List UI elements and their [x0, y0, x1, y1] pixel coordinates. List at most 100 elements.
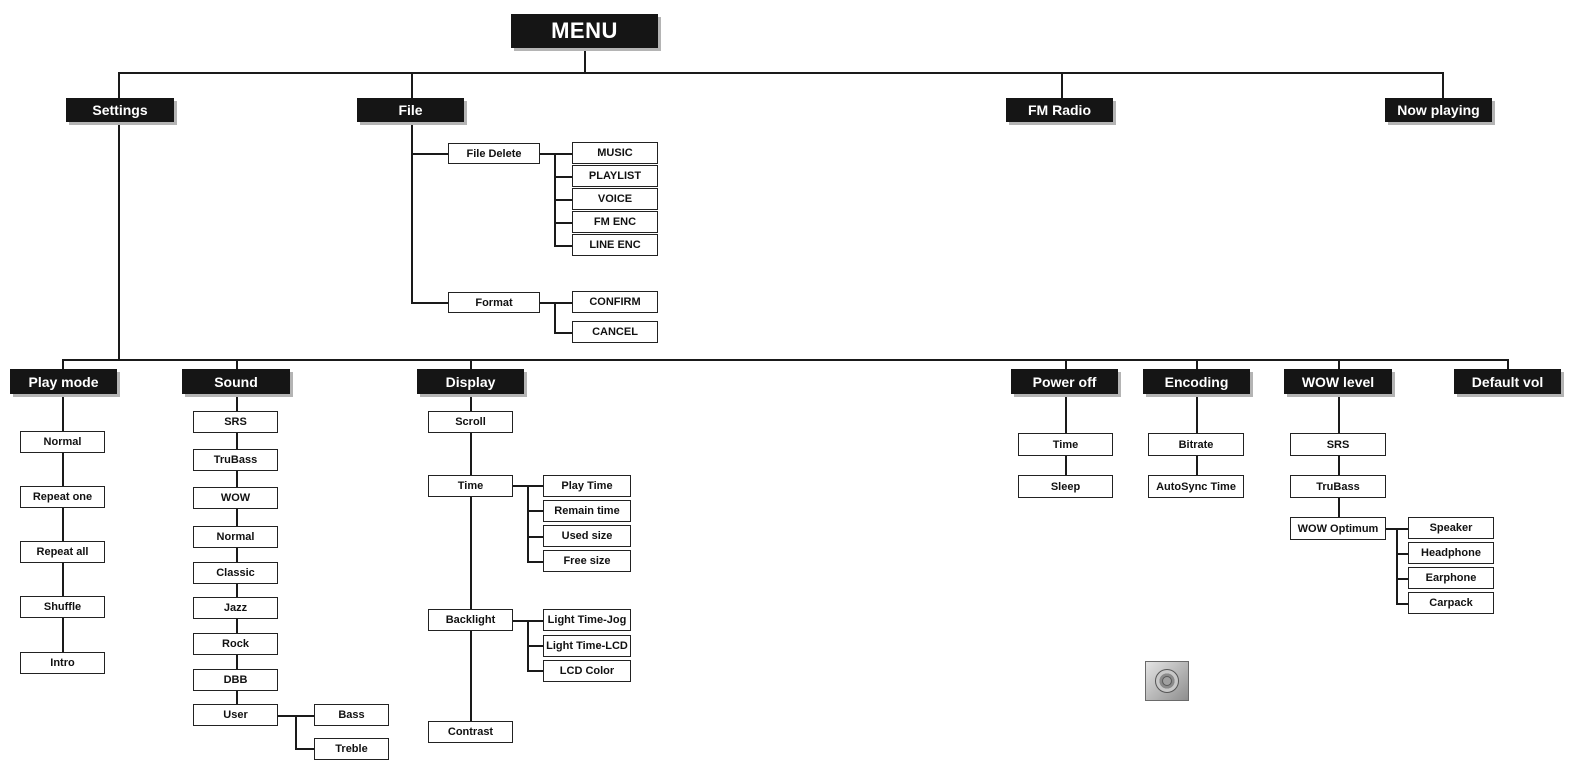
play-mode-node: Play mode	[10, 369, 117, 394]
sound-node: Sound	[182, 369, 290, 394]
connector	[584, 48, 586, 72]
power-off-node: Power off	[1011, 369, 1118, 394]
connector	[411, 122, 413, 303]
play-mode-item: Repeat one	[20, 486, 105, 508]
connector	[236, 359, 238, 369]
sound-item: WOW	[193, 487, 278, 509]
connector	[527, 536, 543, 538]
display-contrast: Contrast	[428, 721, 513, 743]
delete-item: LINE ENC	[572, 234, 658, 256]
power-off-item: Sleep	[1018, 475, 1113, 498]
optimum-item: Carpack	[1408, 592, 1494, 614]
connector	[118, 72, 1443, 74]
sound-item: Classic	[193, 562, 278, 584]
connector	[554, 245, 572, 247]
wow-level-node: WOW level	[1284, 369, 1392, 394]
play-mode-item: Shuffle	[20, 596, 105, 618]
power-off-item: Time	[1018, 433, 1113, 456]
connector	[62, 359, 1508, 361]
file-delete-node: File Delete	[448, 143, 540, 164]
connector	[1396, 553, 1408, 555]
jog-dial-icon	[1145, 661, 1189, 701]
connector	[527, 561, 543, 563]
wow-srs: SRS	[1290, 433, 1386, 456]
connector	[527, 645, 543, 647]
connector	[470, 394, 472, 732]
backlight-item: Light Time-LCD	[543, 635, 631, 657]
connector	[1196, 359, 1198, 369]
user-bass: Bass	[314, 704, 389, 726]
connector	[1065, 359, 1067, 369]
file-node: File	[357, 98, 464, 122]
connector	[1338, 394, 1340, 529]
sound-item: User	[193, 704, 278, 726]
format-cancel: CANCEL	[572, 321, 658, 343]
connector	[118, 122, 120, 360]
connector	[236, 394, 238, 716]
connector	[554, 176, 572, 178]
encoding-item: Bitrate	[1148, 433, 1244, 456]
sound-item: Rock	[193, 633, 278, 655]
connector	[527, 485, 529, 562]
play-mode-item: Repeat all	[20, 541, 105, 563]
now-playing-node: Now playing	[1385, 98, 1492, 122]
play-mode-item: Intro	[20, 652, 105, 674]
optimum-item: Headphone	[1408, 542, 1494, 564]
connector	[295, 748, 314, 750]
connector	[1507, 359, 1509, 369]
connector	[118, 72, 120, 98]
connector	[470, 359, 472, 369]
connector	[527, 670, 543, 672]
connector	[527, 510, 543, 512]
connector	[540, 302, 572, 304]
wow-optimum: WOW Optimum	[1290, 517, 1386, 540]
sound-item: SRS	[193, 411, 278, 433]
time-item: Free size	[543, 550, 631, 572]
display-scroll: Scroll	[428, 411, 513, 433]
settings-node: Settings	[66, 98, 174, 122]
connector	[295, 715, 297, 749]
delete-item: VOICE	[572, 188, 658, 210]
connector	[554, 199, 572, 201]
sound-item: TruBass	[193, 449, 278, 471]
connector	[62, 394, 64, 664]
connector	[1061, 72, 1063, 98]
display-backlight: Backlight	[428, 609, 513, 631]
encoding-node: Encoding	[1143, 369, 1250, 394]
sound-item: DBB	[193, 669, 278, 691]
sound-item: Jazz	[193, 597, 278, 619]
optimum-item: Speaker	[1408, 517, 1494, 539]
fm-radio-node: FM Radio	[1006, 98, 1113, 122]
delete-item: FM ENC	[572, 211, 658, 233]
connector	[1396, 578, 1408, 580]
connector	[411, 72, 413, 98]
wow-trubass: TruBass	[1290, 475, 1386, 498]
format-confirm: CONFIRM	[572, 291, 658, 313]
format-node: Format	[448, 292, 540, 313]
play-mode-item: Normal	[20, 431, 105, 453]
connector	[554, 332, 572, 334]
delete-item: MUSIC	[572, 142, 658, 164]
optimum-item: Earphone	[1408, 567, 1494, 589]
backlight-item: Light Time-Jog	[543, 609, 631, 631]
time-item: Play Time	[543, 475, 631, 497]
connector	[411, 302, 448, 304]
sound-item: Normal	[193, 526, 278, 548]
connector	[554, 302, 556, 333]
connector	[1396, 528, 1398, 604]
default-vol-node: Default vol	[1454, 369, 1561, 394]
time-item: Remain time	[543, 500, 631, 522]
connector	[1338, 359, 1340, 369]
backlight-item: LCD Color	[543, 660, 631, 682]
connector	[411, 153, 448, 155]
connector	[1442, 72, 1444, 98]
time-item: Used size	[543, 525, 631, 547]
display-time: Time	[428, 475, 513, 497]
connector	[1396, 603, 1408, 605]
menu-title: MENU	[511, 14, 658, 48]
jog-center	[1162, 676, 1172, 686]
connector	[540, 153, 572, 155]
user-treble: Treble	[314, 738, 389, 760]
connector	[62, 359, 64, 369]
